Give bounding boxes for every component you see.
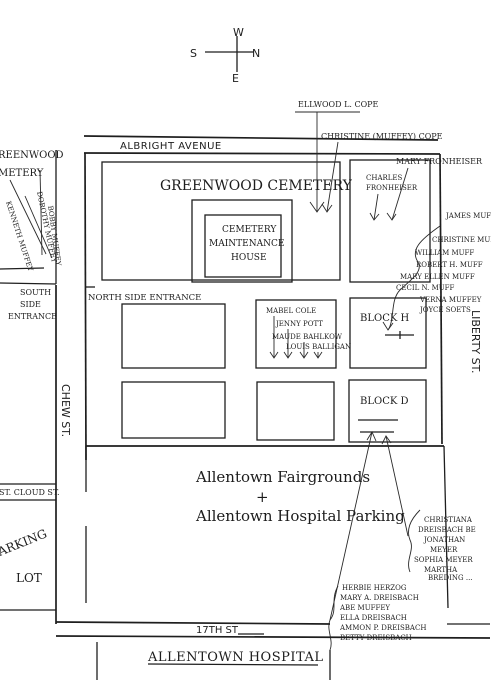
block-h-name-4: ROBERT H. MUFF: [416, 261, 483, 269]
cole-name-1: MABEL COLE: [266, 307, 316, 315]
compass-west-label: W: [233, 26, 244, 39]
bottom-name-2: MARY A. DREISBACH: [340, 594, 419, 602]
allentown-hospital-label: ALLENTOWN HOSPITAL: [147, 650, 323, 665]
south-entrance-2: SIDE: [20, 300, 41, 309]
block-h-name-2: CHRISTINE MUFF: [432, 236, 491, 244]
parking-lot-label-2: LOT: [16, 571, 42, 585]
hospital-parking-label: Allentown Hospital Parking: [195, 507, 405, 525]
block-d-name-4: MEYER: [430, 546, 458, 554]
fairgrounds-label: Allentown Fairgrounds: [195, 468, 370, 486]
block-h-name-6: CECIL N. MUFF: [396, 284, 455, 292]
liberty-street: LIBERTY ST.: [439, 153, 482, 445]
seventeenth-street: 17TH ST: [55, 621, 491, 639]
plus-label: +: [256, 488, 269, 506]
block-h-label: BLOCK H: [360, 313, 409, 324]
left-fragment: REENWOOD METERY SOUTH SIDE ENTRANCE KENN…: [0, 150, 64, 321]
compass-north-label: N: [252, 47, 260, 60]
block-d-name-7: BREDING ...: [428, 574, 473, 582]
albright-avenue: ALBRIGHT AVENUE: [83, 135, 441, 155]
maintenance-label-3: HOUSE: [231, 253, 267, 263]
north-entrance-label: NORTH SIDE ENTRANCE: [88, 293, 201, 303]
block-d-names: CHRISTIANA DREISBACH BE JONATHAN MEYER S…: [381, 435, 476, 582]
charles-label-1: CHARLES: [366, 174, 403, 182]
bottom-name-4: ELLA DREISBACH: [340, 614, 407, 622]
left-name-1: KENNETH MUFFEY: [4, 200, 34, 272]
ellwood-cope-label: ELLWOOD L. COPE: [298, 100, 379, 109]
charles-label-2: FRONHEISER: [366, 184, 418, 192]
greenwood-cemetery-block: GREENWOOD CEMETERY: [101, 159, 431, 283]
compass-rose: S W N E: [190, 26, 260, 85]
bottom-name-3: ABE MUFFEY: [339, 604, 390, 612]
christine-cope-label: CHRISTINE (MUFFEY) COPE: [321, 132, 443, 141]
albright-avenue-label: ALBRIGHT AVENUE: [120, 141, 222, 152]
lower-blocks: BLOCK D: [121, 379, 427, 443]
bottom-name-1: HERBIE HERZOG: [342, 584, 407, 592]
maintenance-label-1: CEMETERY: [222, 225, 277, 235]
compass-east-label: E: [232, 72, 239, 85]
block-h-name-5: MARY ELLEN MUFF: [400, 273, 475, 281]
cole-name-2: JENNY POTT: [275, 320, 323, 328]
block-d-name-5: SOPHIA MEYER: [414, 556, 473, 564]
block-h-name-8: JOYCE SOETS: [419, 306, 471, 314]
greenwood-cemetery-label: GREENWOOD CEMETERY: [160, 178, 353, 194]
block-d-name-1: CHRISTIANA: [424, 516, 473, 524]
maintenance-label-2: MAINTENANCE: [209, 239, 284, 249]
block-d-name-2: DREISBACH BE: [418, 526, 476, 534]
compass-south-label: S: [190, 47, 197, 60]
block-d-name-6: MARTHA: [424, 566, 458, 574]
st-cloud-label: ST. CLOUD ST.: [0, 488, 60, 497]
block-h-name-1: JAMES MUFF: [445, 212, 491, 220]
st-cloud-area: ST. CLOUD ST. ARKING LOT: [0, 483, 60, 611]
allentown-hospital: ALLENTOWN HOSPITAL: [96, 642, 331, 680]
chew-street-label: CHEW ST.: [59, 384, 72, 437]
cole-group: MABEL COLE JENNY POTT MAUDE BAHLKOW LOUI…: [266, 307, 351, 359]
block-d-name-3: JONATHAN: [423, 536, 465, 544]
south-entrance-1: SOUTH: [20, 288, 51, 297]
block-h-name-7: VERNA MUFFEY: [419, 296, 482, 304]
block-h-name-3: WILLIAM MUFF: [415, 249, 474, 257]
middle-blocks: BLOCK H: [121, 297, 427, 369]
greenwood-left-label-1: REENWOOD: [0, 150, 64, 161]
block-d-label: BLOCK D: [360, 396, 409, 407]
north-side-entrance: NORTH SIDE ENTRANCE: [86, 286, 201, 303]
south-entrance-3: ENTRANCE: [8, 312, 57, 321]
bottom-names: HERBIE HERZOG MARY A. DREISBACH ABE MUFF…: [328, 431, 426, 651]
liberty-street-label: LIBERTY ST.: [469, 310, 482, 374]
maintenance-house: CEMETERY MAINTENANCE HOUSE: [191, 199, 293, 283]
parking-lot-label-1: ARKING: [0, 527, 49, 560]
cole-name-3: MAUDE BAHLKOW: [272, 333, 343, 341]
block-h-names: JAMES MUFF CHRISTINE MUFF WILLIAM MUFF R…: [382, 212, 491, 331]
seventeenth-street-label: 17TH ST: [196, 625, 239, 636]
chew-street: CHEW ST.: [55, 152, 87, 624]
cole-name-4: LOUIS BALLIGAN: [286, 343, 351, 351]
greenwood-left-label-2: METERY: [0, 168, 44, 179]
bottom-name-5: AMMON P. DREISBACH: [339, 624, 426, 632]
